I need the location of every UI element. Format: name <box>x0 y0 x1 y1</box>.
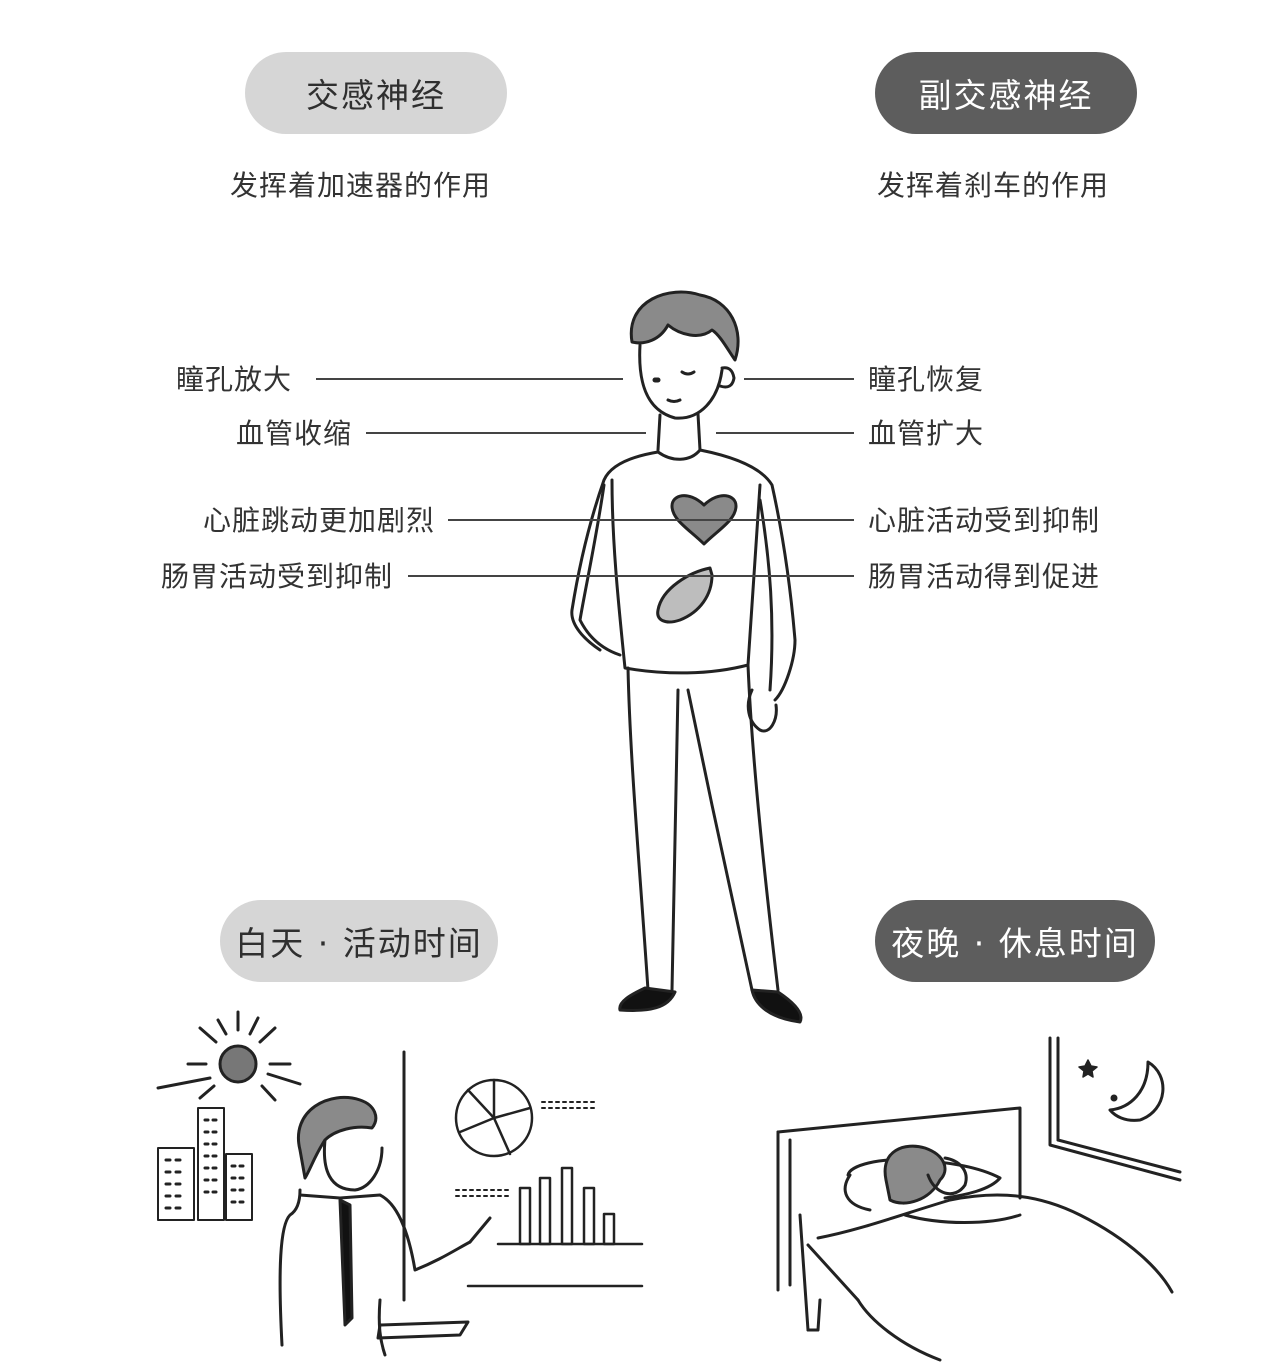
parasympathetic-effect-stomach: 肠胃活动得到促进 <box>868 560 1101 593</box>
leader-line-right-4 <box>704 575 854 577</box>
leader-line-left-1 <box>316 378 623 380</box>
day-time-label: 白天 · 活动时间 <box>235 924 483 963</box>
office-worker <box>278 1095 492 1357</box>
leader-line-right-2 <box>716 432 854 434</box>
moon-icon <box>1108 1060 1165 1122</box>
leader-line-left-2 <box>366 432 646 434</box>
sympathetic-effect-heart: 心脏跳动更加剧烈 <box>202 504 435 537</box>
sympathetic-title: 交感神经 <box>306 76 446 115</box>
pie-chart-icon <box>454 1078 534 1158</box>
buildings <box>157 1107 253 1221</box>
leader-line-right-1 <box>744 378 854 380</box>
day-time-pill: 白天 · 活动时间 <box>220 900 498 982</box>
sympathetic-subtitle: 发挥着加速器的作用 <box>230 169 492 202</box>
parasympathetic-subtitle: 发挥着刹车的作用 <box>877 169 1110 202</box>
window-frame <box>1048 1036 1182 1182</box>
person-figure <box>570 290 803 1024</box>
parasympathetic-title-pill: 副交感神经 <box>875 52 1137 134</box>
parasympathetic-effect-vessels: 血管扩大 <box>868 417 985 450</box>
sun-icon <box>156 1010 302 1102</box>
sympathetic-title-pill: 交感神经 <box>245 52 507 134</box>
parasympathetic-title: 副交感神经 <box>918 76 1094 115</box>
leader-line-left-3 <box>448 519 704 521</box>
parasympathetic-effect-pupil: 瞳孔恢复 <box>868 363 985 396</box>
sympathetic-effect-stomach: 肠胃活动受到抑制 <box>160 560 393 593</box>
parasympathetic-effect-heart: 心脏活动受到抑制 <box>868 504 1101 537</box>
sympathetic-effect-vessels: 血管收缩 <box>235 417 352 450</box>
night-time-pill: 夜晚 · 休息时间 <box>875 900 1155 982</box>
sympathetic-effect-pupil: 瞳孔放大 <box>175 363 292 396</box>
star-icon <box>1078 1059 1098 1078</box>
stomach-icon <box>656 566 714 624</box>
bed-icon <box>776 1106 1174 1362</box>
leader-line-right-3 <box>704 519 854 521</box>
leader-line-left-4 <box>408 575 704 577</box>
night-time-label: 夜晚 · 休息时间 <box>891 924 1139 963</box>
bar-chart-icon <box>466 1166 644 1288</box>
